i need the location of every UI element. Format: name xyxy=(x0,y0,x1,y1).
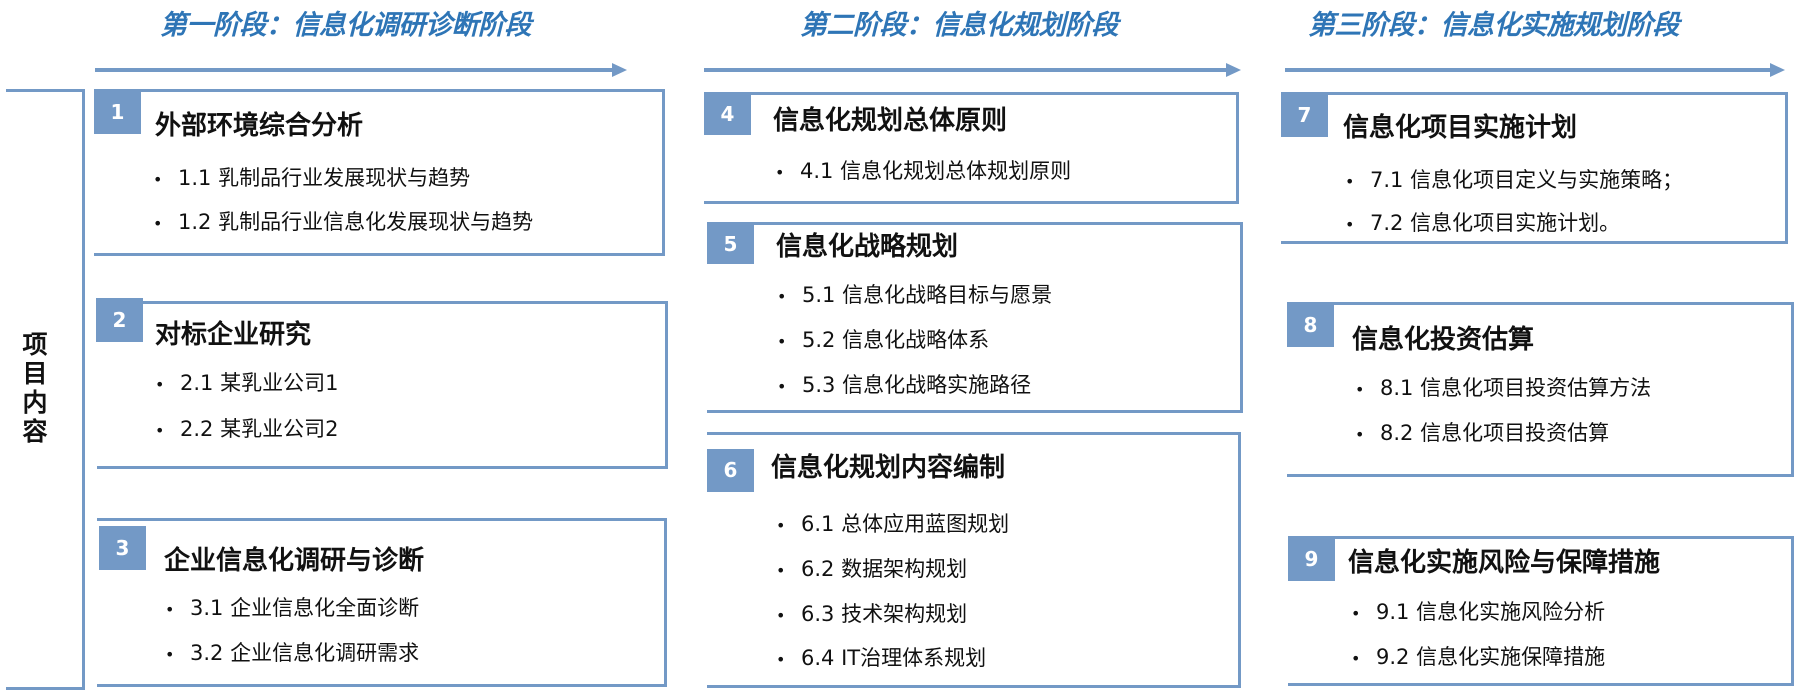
section-heading: 信息化规划总体原则 xyxy=(773,106,1008,136)
phase-2-arrow-icon xyxy=(704,63,1241,77)
project-content-label: 项 目 内 容 xyxy=(18,330,52,446)
list-item: •2.1 某乳业公司1 xyxy=(155,368,338,398)
section-box-4 xyxy=(704,92,1239,204)
phase-1-arrow-icon xyxy=(95,63,627,77)
bullet-icon: • xyxy=(1345,215,1355,234)
list-item: •5.3 信息化战略实施路径 xyxy=(777,370,1031,400)
bullet-icon: • xyxy=(1355,425,1365,444)
bullet-icon: • xyxy=(776,650,786,669)
list-item: •5.1 信息化战略目标与愿景 xyxy=(777,280,1052,310)
list-item: •1.1 乳制品行业发展现状与趋势 xyxy=(153,163,470,193)
section-number-badge: 3 xyxy=(99,526,146,570)
list-item: •8.2 信息化项目投资估算 xyxy=(1355,418,1609,448)
list-item: •4.1 信息化规划总体规划原则 xyxy=(775,156,1071,186)
side-label-char: 目 xyxy=(22,359,48,388)
list-item: •7.2 信息化项目实施计划。 xyxy=(1345,208,1620,238)
section-number-badge: 9 xyxy=(1288,538,1335,581)
list-item: •6.2 数据架构规划 xyxy=(776,554,967,584)
list-item: •8.1 信息化项目投资估算方法 xyxy=(1355,373,1651,403)
bullet-icon: • xyxy=(776,561,786,580)
section-heading: 企业信息化调研与诊断 xyxy=(164,546,425,576)
list-item: •7.1 信息化项目定义与实施策略； xyxy=(1345,165,1683,195)
bullet-icon: • xyxy=(775,163,785,182)
bullet-icon: • xyxy=(1355,380,1365,399)
bullet-icon: • xyxy=(153,170,163,189)
bullet-icon: • xyxy=(776,606,786,625)
section-number-badge: 2 xyxy=(96,298,143,342)
section-heading: 信息化战略规划 xyxy=(776,232,959,262)
phase-1-title: 第一阶段：信息化调研诊断阶段 xyxy=(160,10,532,41)
section-number-badge: 8 xyxy=(1287,303,1334,347)
list-item: •5.2 信息化战略体系 xyxy=(777,325,989,355)
bullet-icon: • xyxy=(155,421,165,440)
list-item: •6.4 IT治理体系规划 xyxy=(776,643,986,673)
bullet-icon: • xyxy=(777,287,787,306)
bullet-icon: • xyxy=(165,645,175,664)
section-box-6 xyxy=(707,432,1241,688)
list-item: •6.1 总体应用蓝图规划 xyxy=(776,509,1009,539)
bullet-icon: • xyxy=(153,214,163,233)
bullet-icon: • xyxy=(777,332,787,351)
section-box-9 xyxy=(1288,536,1794,686)
list-item: •3.1 企业信息化全面诊断 xyxy=(165,593,419,623)
bullet-icon: • xyxy=(777,377,787,396)
phase-3-title: 第三阶段：信息化实施规划阶段 xyxy=(1308,10,1680,41)
section-heading: 信息化投资估算 xyxy=(1352,325,1535,355)
section-box-1 xyxy=(94,89,665,256)
bullet-icon: • xyxy=(1351,604,1361,623)
side-label-char: 内 xyxy=(22,388,48,417)
list-item: •1.2 乳制品行业信息化发展现状与趋势 xyxy=(153,207,533,237)
phase-3-arrow-icon xyxy=(1285,63,1785,77)
list-item: •9.1 信息化实施风险分析 xyxy=(1351,597,1605,627)
section-number-badge: 6 xyxy=(707,449,754,492)
list-item: •3.2 企业信息化调研需求 xyxy=(165,638,419,668)
section-number-badge: 1 xyxy=(94,90,141,134)
section-box-8 xyxy=(1287,302,1794,477)
section-heading: 信息化项目实施计划 xyxy=(1343,113,1578,143)
side-label-char: 项 xyxy=(22,330,48,359)
section-heading: 外部环境综合分析 xyxy=(155,111,364,141)
side-label-char: 容 xyxy=(22,417,48,446)
section-heading: 信息化规划内容编制 xyxy=(771,453,1006,483)
section-box-2 xyxy=(97,301,668,469)
section-box-7 xyxy=(1281,92,1788,244)
section-heading: 对标企业研究 xyxy=(155,320,312,350)
section-number-badge: 5 xyxy=(707,224,754,264)
bullet-icon: • xyxy=(1345,172,1355,191)
phase-2-title: 第二阶段：信息化规划阶段 xyxy=(800,10,1119,41)
bullet-icon: • xyxy=(165,600,175,619)
section-number-badge: 4 xyxy=(704,93,751,135)
list-item: •6.3 技术架构规划 xyxy=(776,599,967,629)
section-heading: 信息化实施风险与保障措施 xyxy=(1348,548,1661,578)
bullet-icon: • xyxy=(776,516,786,535)
section-box-3 xyxy=(97,518,667,687)
bullet-icon: • xyxy=(155,375,165,394)
section-box-5 xyxy=(707,222,1243,413)
list-item: •2.2 某乳业公司2 xyxy=(155,414,338,444)
section-number-badge: 7 xyxy=(1281,93,1328,137)
bullet-icon: • xyxy=(1351,649,1361,668)
list-item: •9.2 信息化实施保障措施 xyxy=(1351,642,1605,672)
